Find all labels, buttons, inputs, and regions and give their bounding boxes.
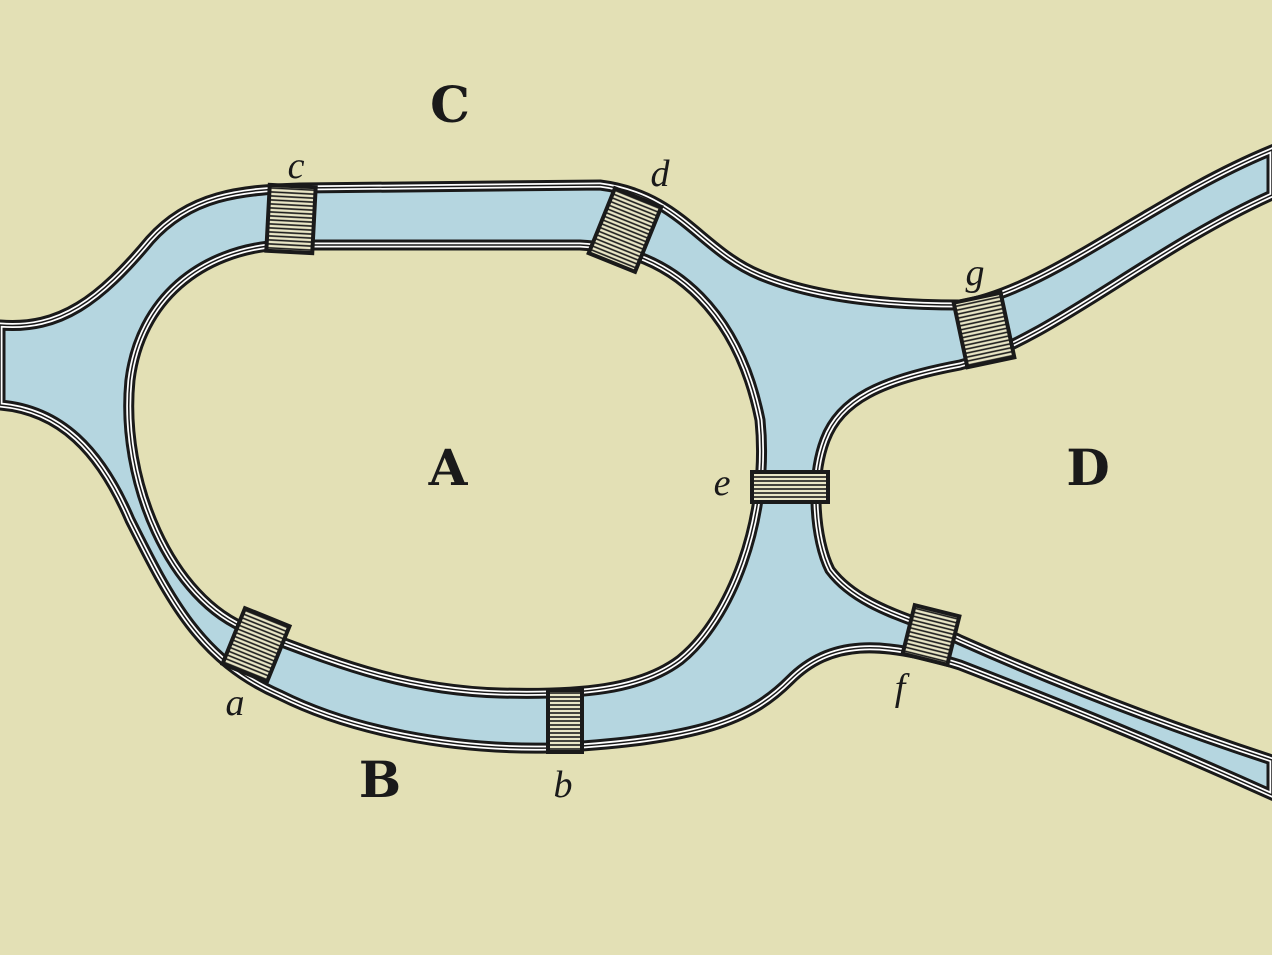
bridge-d — [586, 185, 664, 275]
label-bridge-d: d — [651, 153, 671, 195]
label-bridge-c: c — [288, 145, 305, 187]
label-bridge-f: f — [895, 667, 910, 709]
label-bridge-e: e — [714, 462, 731, 504]
bridge-a — [219, 605, 293, 685]
label-bridge-b: b — [554, 764, 573, 806]
bridge-labels: c d g e f b a — [226, 145, 985, 806]
bridge-g — [951, 290, 1017, 370]
label-a: A — [428, 438, 469, 497]
label-d: D — [1066, 438, 1109, 497]
bridge-c — [264, 182, 318, 256]
land-labels: C A B D — [359, 75, 1110, 809]
label-b: B — [359, 750, 401, 809]
bridge-f — [900, 602, 962, 668]
bridge-b — [546, 688, 584, 754]
label-bridge-a: a — [226, 682, 245, 724]
label-bridge-g: g — [966, 252, 985, 294]
label-c: C — [430, 75, 470, 134]
bridge-e — [750, 470, 830, 504]
bridges — [219, 182, 1017, 754]
